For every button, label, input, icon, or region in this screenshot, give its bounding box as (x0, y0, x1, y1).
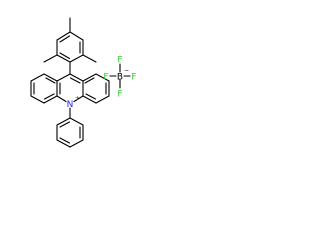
bond (56, 117, 71, 126)
nitrogen-label: N (67, 100, 74, 110)
bond (95, 95, 110, 104)
bond (69, 117, 84, 126)
ring-nitrogen-atom: N + (67, 95, 80, 110)
bond (69, 73, 84, 82)
double-bond-inner (45, 77, 56, 84)
double-bond-inner (59, 137, 71, 144)
bond (30, 73, 45, 82)
bond (56, 139, 71, 148)
double-bond-inner (59, 121, 71, 128)
fluorine-left-label: F (103, 73, 108, 83)
fluorine-right-label: F (131, 73, 136, 83)
bond (43, 95, 58, 104)
bond (56, 73, 71, 82)
bond (82, 73, 97, 82)
double-bond-inner (43, 93, 55, 100)
methyl-bond-right (82, 54, 97, 63)
bond (56, 54, 71, 63)
bond (73, 95, 84, 103)
fluorine-top-label: F (117, 56, 122, 66)
phenyl-group (56, 107, 84, 148)
bond (82, 95, 97, 104)
double-bond-inner (85, 93, 97, 100)
fluorine-bottom-label: F (117, 90, 122, 100)
bond (95, 73, 110, 82)
bond (56, 31, 71, 41)
double-bond-inner (59, 52, 71, 60)
double-bond-inner (69, 77, 81, 84)
mesityl-group (43, 17, 97, 63)
tetrafluoroborate-anion: B − F F F F (103, 56, 136, 100)
bond (30, 95, 45, 104)
chemical-structure-canvas: N + B − F F F F (0, 0, 142, 154)
bond (69, 139, 84, 148)
bond (69, 31, 84, 41)
boron-label: B (117, 73, 123, 83)
acridinium-core (30, 61, 110, 104)
nitrogen-charge: + (75, 95, 80, 102)
bond (56, 95, 67, 103)
structure-drawing: N + B − F F F F (30, 17, 137, 148)
bond (69, 54, 84, 63)
methyl-bond-left (43, 54, 58, 63)
boron-charge: − (124, 67, 129, 74)
double-bond-inner (84, 77, 95, 84)
double-bond-inner (59, 35, 71, 43)
bond (43, 73, 58, 82)
